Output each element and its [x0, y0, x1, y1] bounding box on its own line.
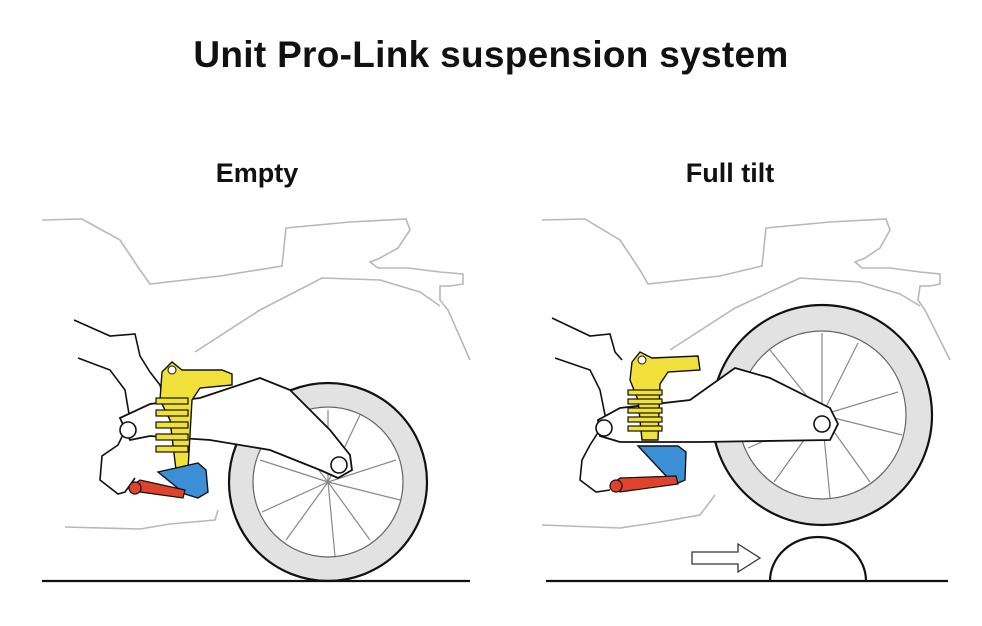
- road-bump: [768, 535, 868, 582]
- swingarm-pivot: [595, 419, 613, 437]
- shock-absorber: [627, 351, 701, 441]
- engine-case: [77, 357, 136, 495]
- panel-empty: [41, 218, 471, 583]
- shock-absorber: [155, 361, 233, 471]
- linkage-rocker: [156, 462, 209, 499]
- swingarm-pivot: [119, 421, 137, 439]
- axle: [330, 456, 348, 474]
- bodywork-outline: [541, 218, 951, 361]
- diagram-title: Unit Pro-Link suspension system: [193, 34, 789, 75]
- panel-label-empty: Empty: [215, 158, 299, 188]
- seat-line: [669, 277, 921, 351]
- panel-full-tilt: [541, 218, 951, 583]
- direction-arrow-icon: [691, 542, 762, 574]
- seat-line: [194, 277, 441, 353]
- frame-outline: [551, 317, 623, 361]
- wheel-spokes: [745, 333, 903, 499]
- frame-outline: [73, 319, 165, 411]
- lower-bodywork: [541, 494, 716, 529]
- bodywork-outline: [41, 218, 471, 361]
- axle: [813, 415, 831, 433]
- engine-case: [554, 357, 611, 493]
- lower-bodywork: [64, 509, 219, 530]
- panel-label-full-tilt: Full tilt: [685, 158, 775, 188]
